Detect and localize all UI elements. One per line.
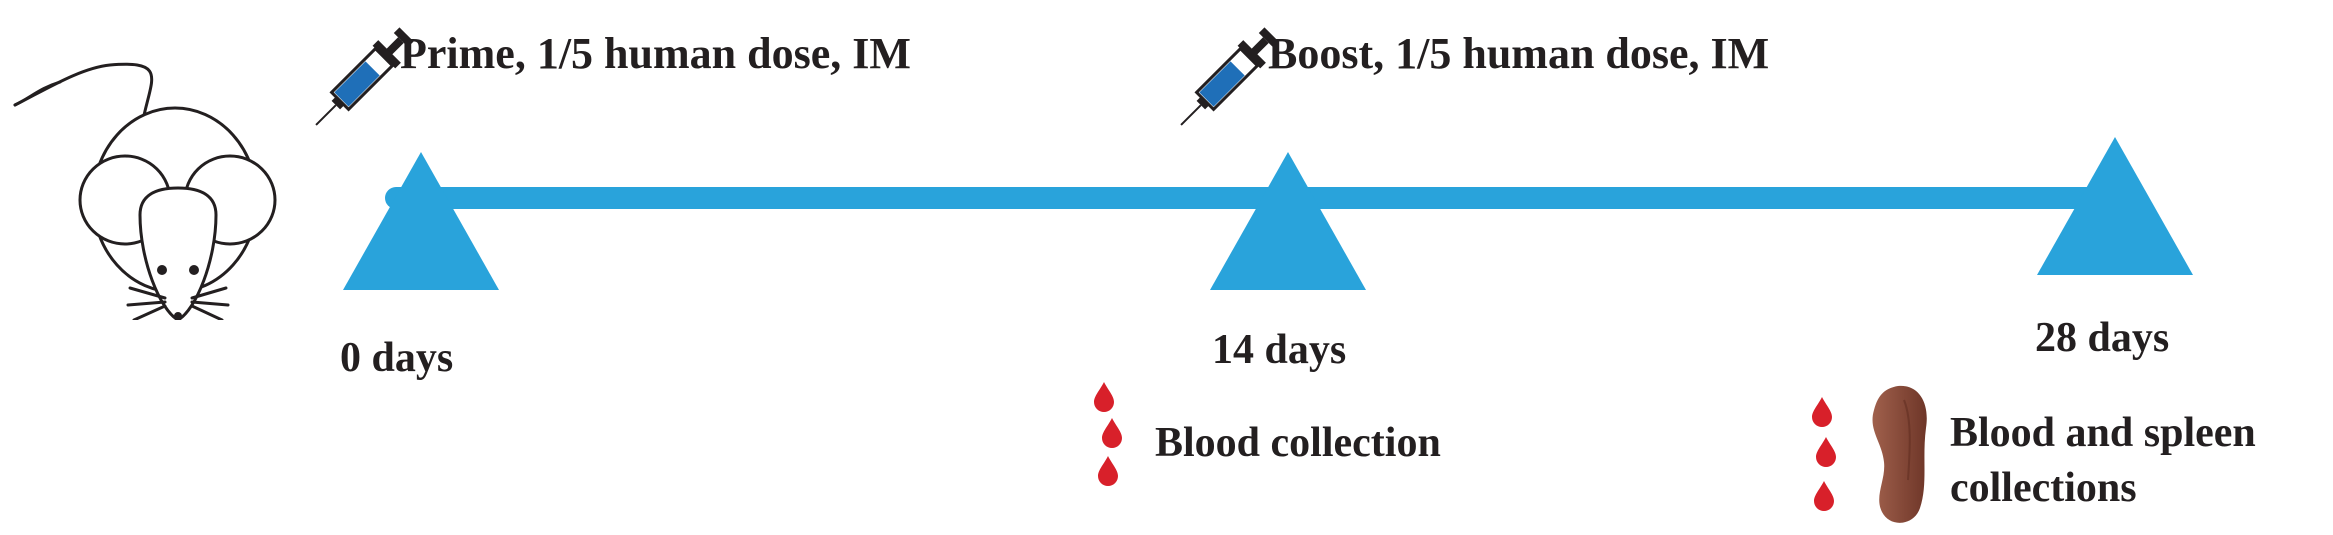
syringe-icon bbox=[315, 27, 414, 126]
spleen-icon bbox=[1872, 385, 1927, 523]
timepoint-marker-14 bbox=[1210, 152, 1366, 290]
timepoint-marker-28 bbox=[2037, 137, 2193, 275]
boost-label: Boost, 1/5 human dose, IM bbox=[1268, 29, 1770, 78]
blood-drops-icon bbox=[1812, 397, 1836, 511]
blood-collection-label: Blood collection bbox=[1155, 420, 1441, 466]
timepoint-label-28: 28 days bbox=[2035, 315, 2170, 361]
blood-spleen-label-line1: Blood and spleen bbox=[1950, 410, 2256, 456]
blood-spleen-label-line2: collections bbox=[1950, 465, 2137, 511]
prime-label: Prime, 1/5 human dose, IM bbox=[400, 29, 911, 78]
timepoint-label-14: 14 days bbox=[1212, 327, 1347, 373]
timepoint-marker-0 bbox=[343, 152, 499, 290]
blood-drops-icon bbox=[1094, 382, 1122, 486]
syringe-icon bbox=[1180, 27, 1279, 126]
mouse-icon bbox=[13, 62, 277, 320]
timepoint-label-0: 0 days bbox=[340, 335, 454, 381]
